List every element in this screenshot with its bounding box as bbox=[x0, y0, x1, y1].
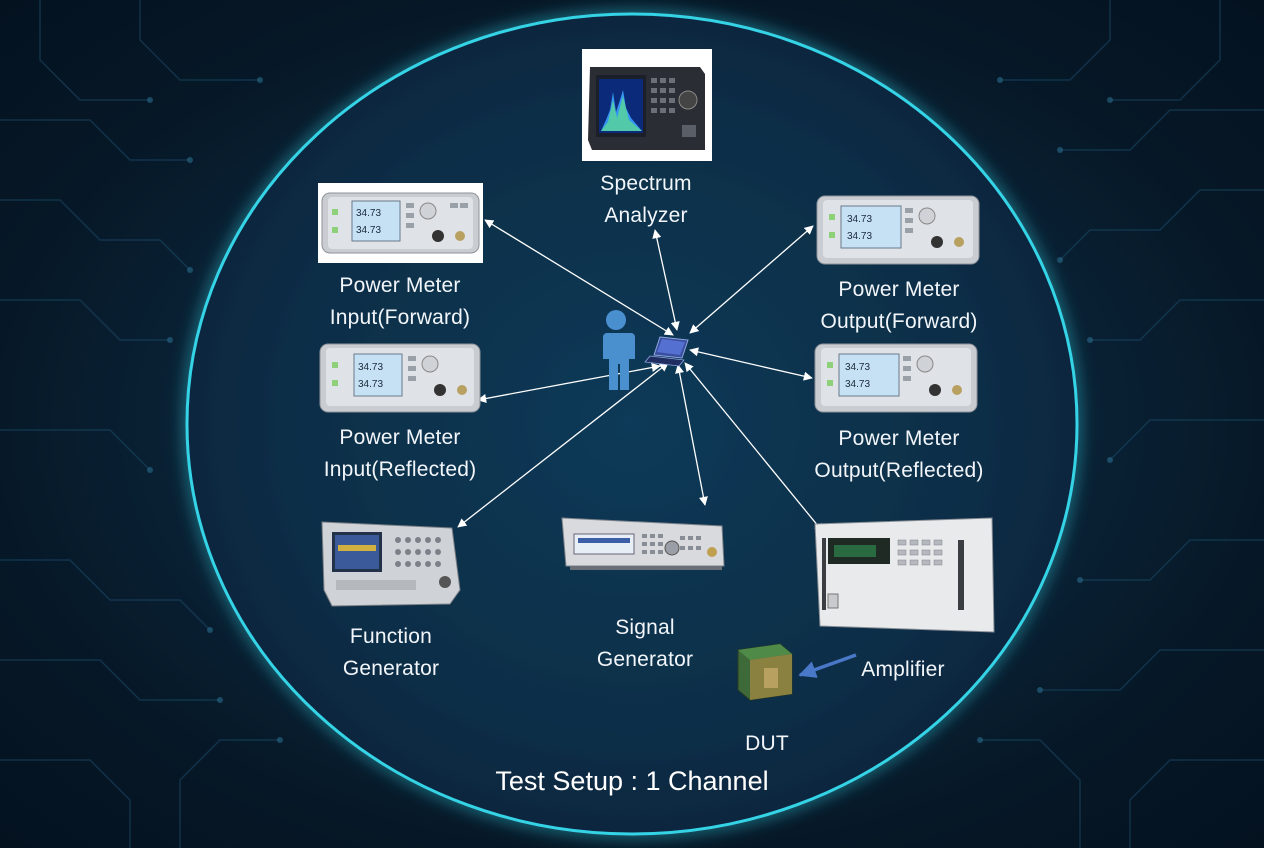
function-generator-image bbox=[321, 521, 461, 607]
dut-image bbox=[737, 643, 793, 701]
label-pm-output-reflected-line1: Power Meter bbox=[838, 427, 960, 450]
label-signal-generator-line2: Generator bbox=[596, 648, 694, 671]
label-pm-output-forward-line1: Power Meter bbox=[838, 278, 960, 301]
power-meter-input-reflected-image: 34.73 34.73 bbox=[319, 343, 481, 413]
label-pm-input-forward-line1: Power Meter bbox=[339, 274, 461, 297]
label-function-generator: Function Generator bbox=[343, 621, 439, 685]
label-pm-input-reflected-line2: Input(Reflected) bbox=[323, 458, 477, 481]
label-pm-output-forward: Power Meter Output(Forward) bbox=[820, 274, 977, 338]
power-meter-input-forward-image: 34.73 34.73 bbox=[318, 183, 483, 263]
label-pm-input-reflected: Power Meter Input(Reflected) bbox=[324, 422, 477, 486]
label-pm-input-reflected-line1: Power Meter bbox=[339, 426, 461, 449]
label-spectrum-analyzer: Spectrum Analyzer bbox=[600, 168, 691, 232]
svg-text:34.73: 34.73 bbox=[358, 362, 383, 373]
label-dut: DUT bbox=[745, 732, 789, 755]
edge-pm-output-forward bbox=[689, 225, 814, 334]
label-signal-generator: Signal Generator bbox=[597, 612, 693, 676]
edge-amplifier bbox=[684, 362, 824, 533]
signal-generator-image bbox=[561, 517, 725, 570]
edge-amplifier-to-dut bbox=[798, 653, 857, 678]
svg-text:34.73: 34.73 bbox=[847, 214, 872, 225]
power-meter-output-forward-image: 34.73 34.73 bbox=[816, 195, 980, 265]
svg-text:34.73: 34.73 bbox=[845, 362, 870, 373]
label-spectrum-analyzer-line2: Analyzer bbox=[604, 204, 688, 227]
amplifier-image bbox=[814, 517, 995, 633]
svg-text:34.73: 34.73 bbox=[358, 379, 383, 390]
label-signal-generator-line1: Signal bbox=[615, 616, 675, 639]
label-pm-output-reflected: Power Meter Output(Reflected) bbox=[814, 423, 983, 487]
label-pm-input-forward: Power Meter Input(Forward) bbox=[330, 270, 471, 334]
spectrum-analyzer-image bbox=[582, 49, 712, 161]
meter-readout-1: 34.73 bbox=[356, 208, 381, 219]
connectors bbox=[457, 219, 824, 533]
svg-text:34.73: 34.73 bbox=[356, 225, 381, 236]
label-function-generator-line1: Function bbox=[349, 625, 433, 648]
diagram-title: Test Setup : 1 Channel bbox=[495, 766, 769, 796]
laptop-icon bbox=[644, 336, 689, 367]
person-icon bbox=[601, 310, 635, 390]
edge-pm-input-forward bbox=[484, 219, 674, 336]
label-pm-output-forward-line2: Output(Forward) bbox=[820, 310, 978, 333]
label-function-generator-line2: Generator bbox=[342, 657, 440, 680]
edge-function-generator bbox=[457, 362, 669, 528]
svg-text:34.73: 34.73 bbox=[847, 231, 872, 242]
power-meter-output-reflected-image: 34.73 34.73 bbox=[814, 343, 978, 413]
label-spectrum-analyzer-line1: Spectrum bbox=[600, 172, 692, 195]
label-amplifier: Amplifier bbox=[861, 658, 945, 681]
svg-text:34.73: 34.73 bbox=[845, 379, 870, 390]
label-pm-input-forward-line2: Input(Forward) bbox=[329, 306, 471, 329]
label-pm-output-reflected-line2: Output(Reflected) bbox=[814, 459, 984, 482]
